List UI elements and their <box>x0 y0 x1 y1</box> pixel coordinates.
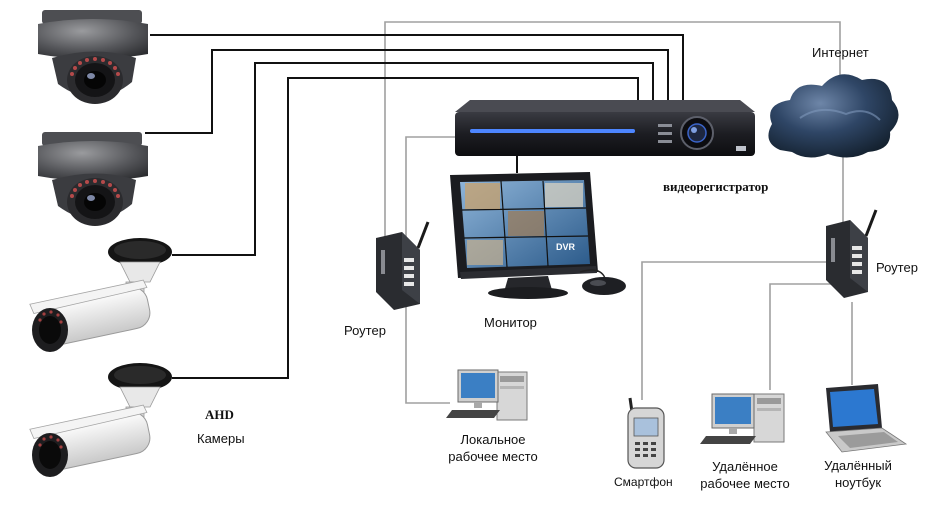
wire-camera-4 <box>172 77 639 379</box>
label-remote-workstation-line2: рабочее место <box>700 476 790 491</box>
wire-camera-2 <box>145 49 669 134</box>
mouse <box>579 269 626 295</box>
router-left <box>376 221 430 310</box>
wire-right-router-to-remote-ws <box>769 283 832 390</box>
label-cameras: Камеры <box>197 431 245 446</box>
remote-workstation <box>700 393 785 444</box>
label-remote-notebook-line1: Удалённый <box>824 458 892 473</box>
label-remote-workstation-line1: Удалённое <box>712 459 778 474</box>
network-wires <box>384 21 853 404</box>
label-local-workstation: Локальное рабочее место <box>440 431 546 465</box>
label-dvr: видеорегистратор <box>663 179 769 194</box>
dvr-recorder <box>455 100 755 156</box>
wire-right-router-to-smartphone <box>641 261 832 400</box>
label-remote-workstation: Удалённое рабочее место <box>690 458 800 492</box>
wire-left-router-to-dvr <box>405 136 455 245</box>
label-router-right: Роутер <box>876 260 918 275</box>
local-workstation <box>446 369 528 421</box>
remote-notebook <box>825 384 908 453</box>
dome-camera-1 <box>38 10 148 104</box>
smartphone <box>627 397 665 469</box>
monitor: DVR <box>450 172 598 299</box>
dome-camera-2 <box>38 132 148 226</box>
label-smartphone: Смартфон <box>614 475 673 489</box>
label-internet: Интернет <box>812 45 869 60</box>
bullet-camera-2 <box>29 363 172 477</box>
label-ahd: AHD <box>205 407 234 422</box>
internet-cloud <box>768 74 899 158</box>
wire-left-router-to-local-ws <box>405 300 450 404</box>
label-monitor: Монитор <box>484 315 537 330</box>
wire-camera-1 <box>150 34 684 102</box>
label-local-workstation-line2: рабочее место <box>448 449 538 464</box>
router-right <box>826 209 878 298</box>
label-local-workstation-line1: Локальное <box>460 432 526 447</box>
label-remote-notebook-line2: ноутбук <box>834 475 882 490</box>
label-remote-notebook: Удалённый ноутбук <box>812 457 904 491</box>
wire-camera-3 <box>172 62 654 256</box>
camera-wires <box>145 34 684 379</box>
wire-left-router-to-internet <box>384 21 841 245</box>
monitor-screen-dvr-tag: DVR <box>556 242 576 252</box>
bullet-camera-1 <box>29 238 172 352</box>
label-router-left: Роутер <box>344 323 386 338</box>
